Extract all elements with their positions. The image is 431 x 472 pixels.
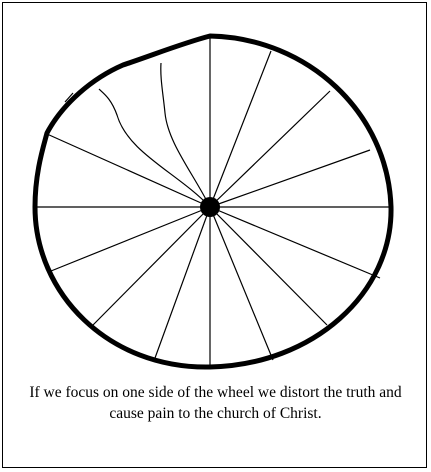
spoke (51, 207, 210, 271)
spoke (155, 207, 210, 358)
wheel-hub (200, 197, 220, 217)
spoke (210, 207, 327, 325)
spoke (210, 91, 330, 207)
spoke-wavy (99, 89, 210, 207)
spoke (47, 134, 210, 207)
wheel-diagram (3, 3, 428, 383)
spoke (93, 207, 210, 325)
figure-caption: If we focus on one side of the wheel we … (23, 382, 408, 424)
figure-frame: If we focus on one side of the wheel we … (2, 2, 427, 468)
spoke (210, 51, 271, 207)
spoke (210, 150, 370, 207)
spoke (210, 207, 380, 278)
